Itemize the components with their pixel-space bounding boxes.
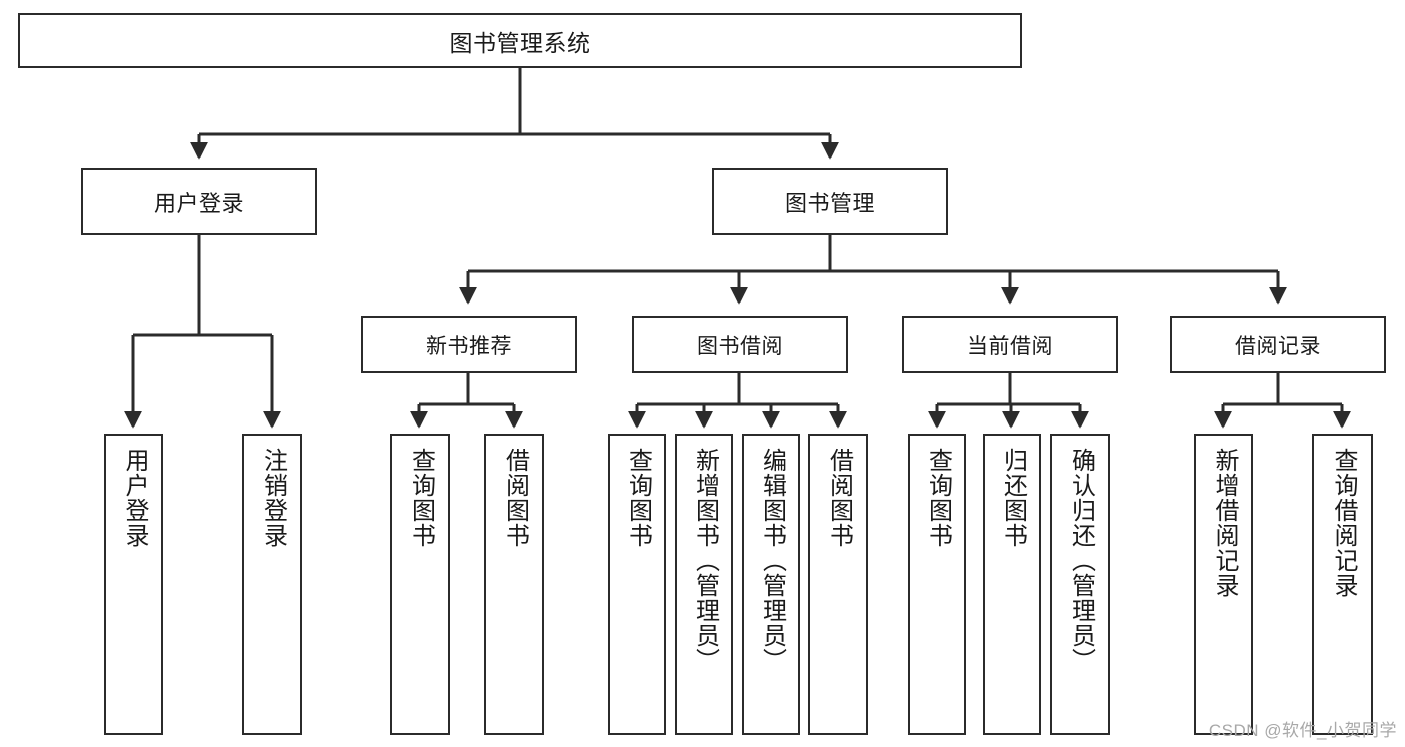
node-label: 当前借阅 bbox=[967, 334, 1053, 358]
leaf-add-borrow-record[interactable]: 新增借阅记录 bbox=[1194, 434, 1253, 735]
leaf-add-book-admin[interactable]: 新增图书（管理员） bbox=[675, 434, 733, 735]
node-label: 注销登录 bbox=[259, 448, 287, 548]
edges-root-to-level2 bbox=[190, 68, 839, 160]
edges-book-borrow-leaves bbox=[628, 373, 847, 429]
leaf-query-borrow-record[interactable]: 查询借阅记录 bbox=[1312, 434, 1373, 735]
node-label: 用户登录 bbox=[120, 448, 148, 548]
leaf-query-book-borrow[interactable]: 查询图书 bbox=[608, 434, 666, 735]
edges-new-book-leaves bbox=[410, 373, 523, 429]
node-label: 借阅图书 bbox=[501, 448, 529, 548]
node-label: 新书推荐 bbox=[426, 334, 512, 358]
node-label: 图书管理 bbox=[784, 190, 875, 216]
node-label: 借阅记录 bbox=[1235, 334, 1321, 358]
leaf-borrow-book[interactable]: 借阅图书 bbox=[808, 434, 868, 735]
node-label: 查询借阅记录 bbox=[1329, 448, 1357, 598]
node-label: 新增借阅记录 bbox=[1210, 448, 1238, 598]
node-label: 借阅图书 bbox=[825, 448, 853, 548]
leaf-edit-book-admin[interactable]: 编辑图书（管理员） bbox=[742, 434, 800, 735]
leaf-query-book-current[interactable]: 查询图书 bbox=[908, 434, 966, 735]
leaf-borrow-book-recommendation[interactable]: 借阅图书 bbox=[484, 434, 544, 735]
leaf-logout-login[interactable]: 注销登录 bbox=[242, 434, 302, 735]
edges-level2-to-level3 bbox=[459, 235, 1287, 305]
node-label: 图书管理系统 bbox=[449, 29, 591, 56]
node-borrow-record[interactable]: 借阅记录 bbox=[1170, 316, 1386, 373]
node-label: 图书借阅 bbox=[697, 334, 783, 358]
edges-borrow-record-leaves bbox=[1214, 373, 1351, 429]
leaf-query-book-recommendation[interactable]: 查询图书 bbox=[390, 434, 450, 735]
leaf-return-book[interactable]: 归还图书 bbox=[983, 434, 1041, 735]
node-label: 查询图书 bbox=[407, 448, 435, 548]
node-current-borrow[interactable]: 当前借阅 bbox=[902, 316, 1118, 373]
node-new-book-recommendation[interactable]: 新书推荐 bbox=[361, 316, 577, 373]
leaf-confirm-return-admin[interactable]: 确认归还（管理员） bbox=[1050, 434, 1110, 735]
node-label: 确认归还（管理员） bbox=[1067, 448, 1095, 673]
watermark: CSDN @软件_小贺同学 bbox=[1208, 721, 1397, 740]
node-root-book-management-system[interactable]: 图书管理系统 bbox=[18, 13, 1022, 68]
node-book-borrow[interactable]: 图书借阅 bbox=[632, 316, 848, 373]
node-label: 查询图书 bbox=[924, 448, 952, 548]
node-label: 归还图书 bbox=[999, 448, 1027, 548]
node-label: 新增图书（管理员） bbox=[691, 448, 719, 673]
node-label: 查询图书 bbox=[624, 448, 652, 548]
leaf-user-login[interactable]: 用户登录 bbox=[104, 434, 163, 735]
node-book-management[interactable]: 图书管理 bbox=[712, 168, 948, 235]
node-user-login[interactable]: 用户登录 bbox=[81, 168, 317, 235]
node-label: 用户登录 bbox=[153, 190, 244, 216]
edges-user-login-leaves bbox=[124, 235, 281, 429]
node-label: 编辑图书（管理员） bbox=[758, 448, 786, 673]
edges-current-borrow-leaves bbox=[928, 373, 1089, 429]
